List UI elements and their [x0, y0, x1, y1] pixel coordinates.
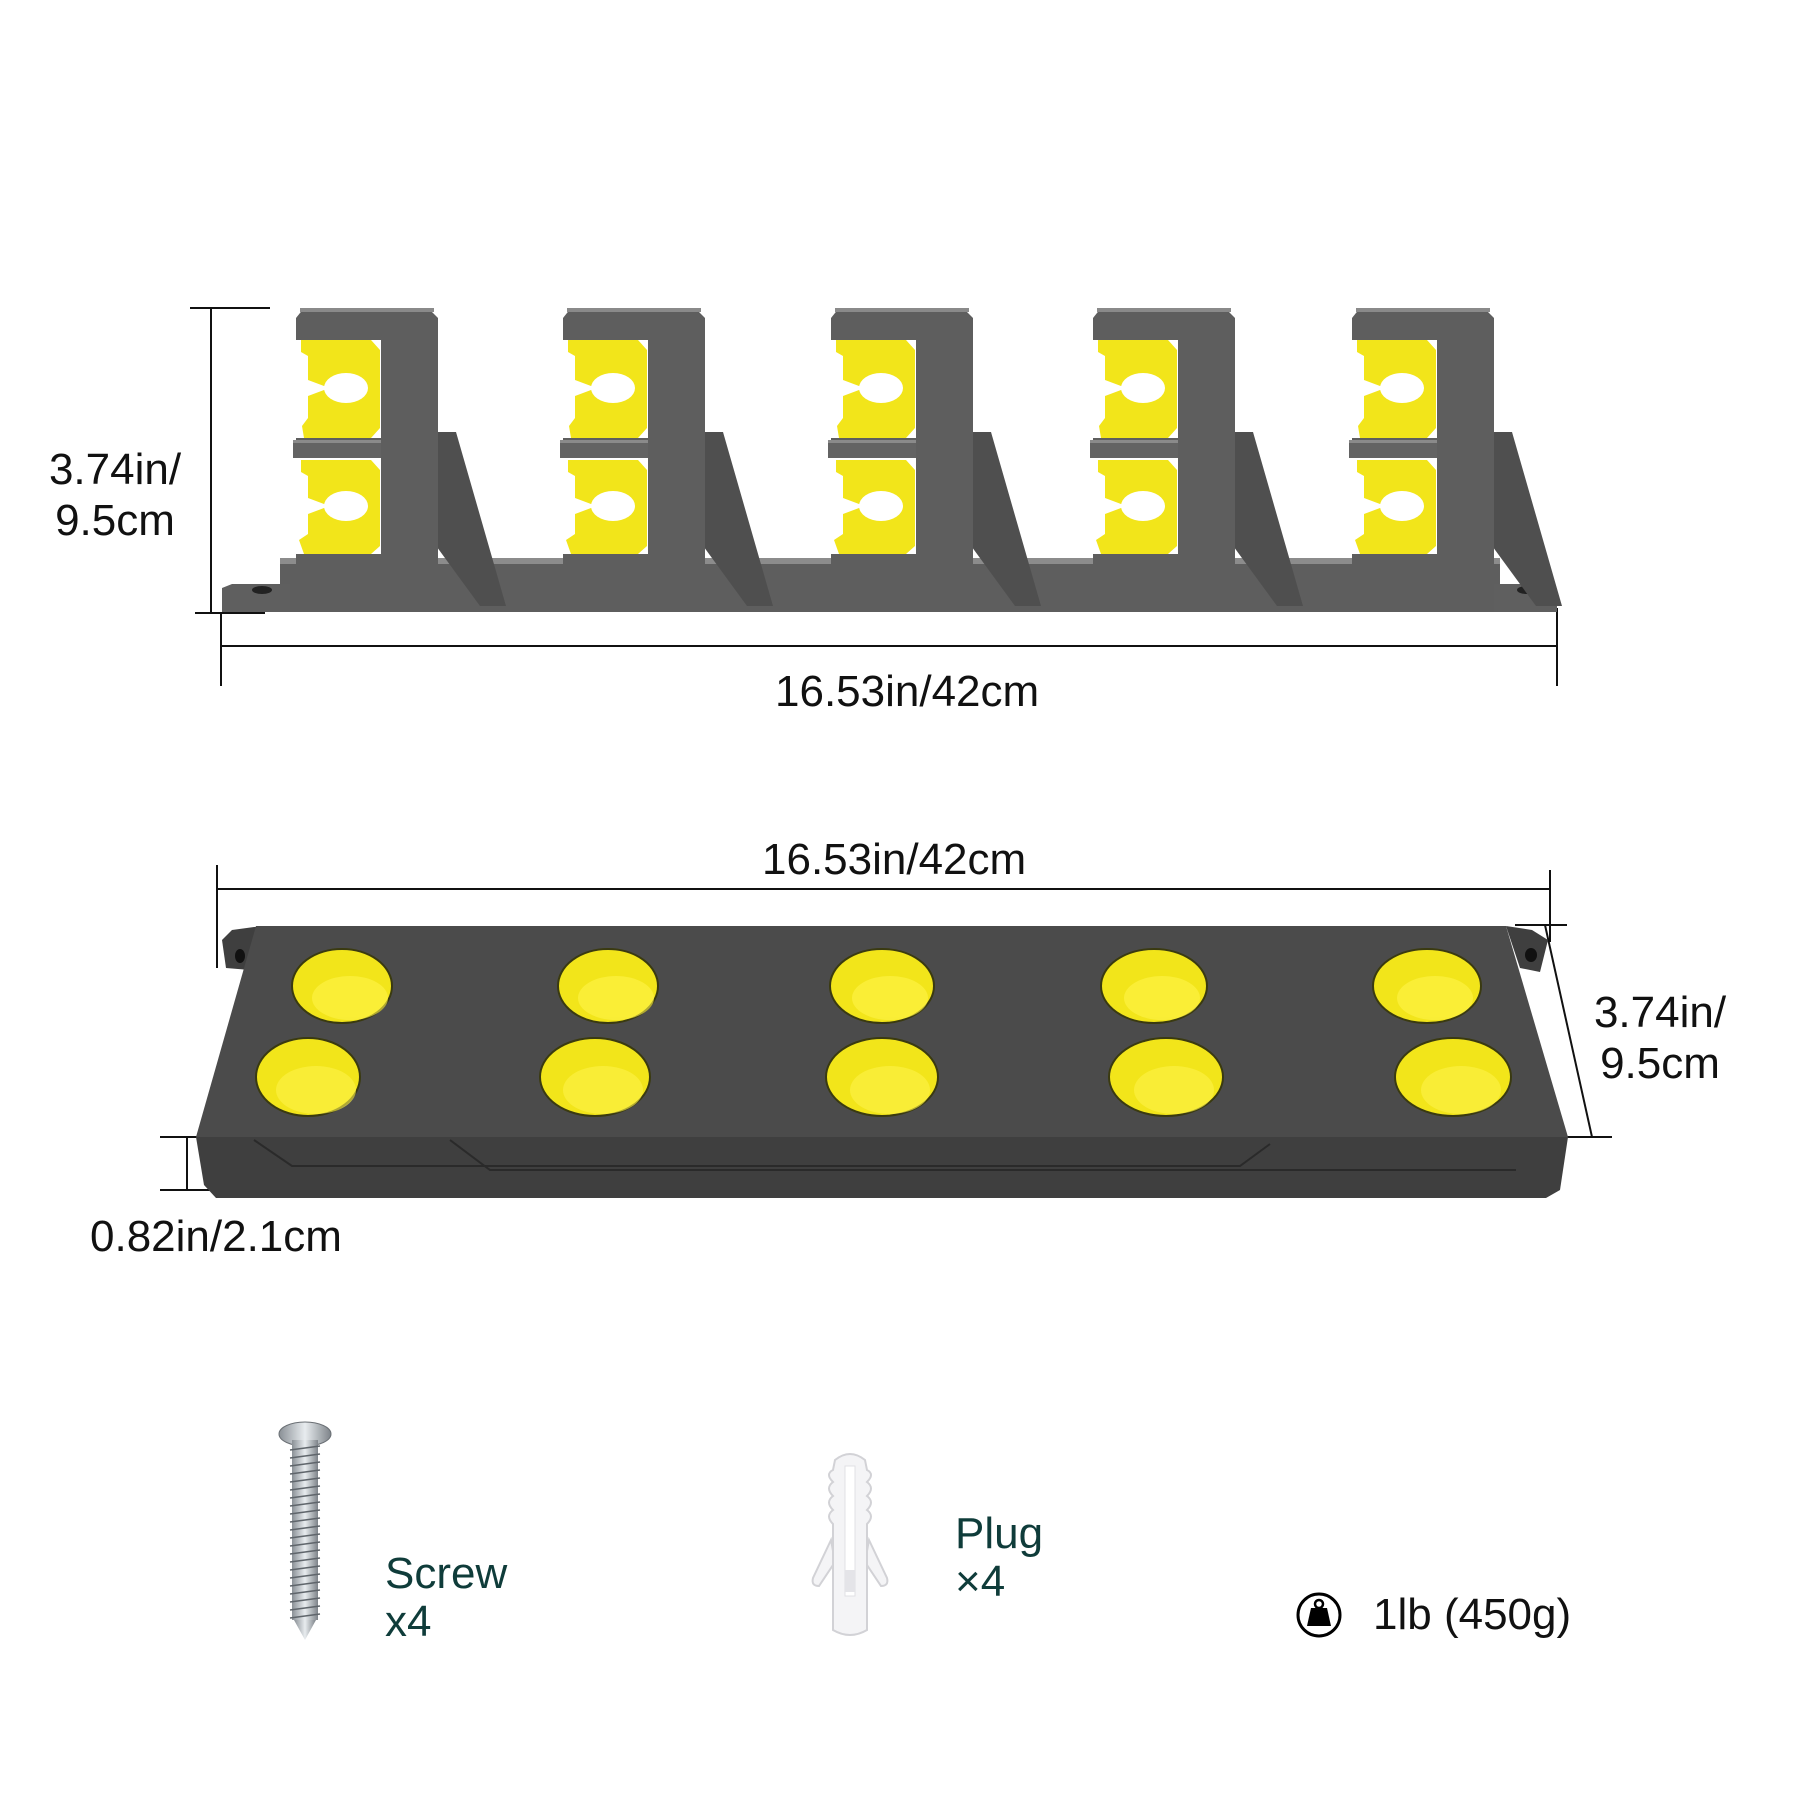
thickness-dimension-line: [186, 1136, 188, 1190]
wall-plug-icon: [811, 1453, 889, 1636]
front-height-dimension-line: [210, 308, 212, 614]
screw-icon: [278, 1421, 332, 1640]
top-depth-dimension-line: [1544, 924, 1593, 1138]
weight-label: 1lb (450g): [1373, 1590, 1572, 1639]
rod-rack-front-illustration: [222, 308, 1562, 612]
thickness-dimension-bottom-tick: [160, 1189, 224, 1191]
front-height-dimension-top-tick: [190, 307, 270, 309]
top-depth-dimension-bottom-tick: [1540, 1136, 1612, 1138]
top-width-dimension-line: [218, 888, 1550, 890]
accessory-screw: Screw x4: [270, 1400, 570, 1660]
top-width-dimension-right-tick: [1549, 870, 1551, 942]
front-height-label: 3.74in/ 9.5cm: [48, 445, 182, 545]
weight-icon: [1296, 1592, 1342, 1638]
top-width-dimension-left-tick: [216, 865, 218, 968]
top-depth-label: 3.74in/ 9.5cm: [1593, 988, 1727, 1088]
front-width-dimension-line: [220, 645, 1557, 647]
weight-info: 1lb (450g): [1295, 1585, 1571, 1645]
rod-rack-top-illustration: [196, 926, 1568, 1198]
thickness-dimension-top-tick: [160, 1136, 218, 1138]
top-width-label: 16.53in/42cm: [762, 835, 1027, 884]
accessories-section: Screw x4 Plug ×4 1lb (450g): [0, 1380, 1800, 1680]
top-depth-dimension-top-tick: [1515, 924, 1567, 926]
front-view: 3.74in/ 9.5cm 16.53in/42cm: [0, 0, 1800, 720]
thickness-label: 0.82in/2.1cm: [90, 1212, 342, 1261]
screw-label: Screw x4: [385, 1549, 508, 1647]
front-width-label: 16.53in/42cm: [775, 667, 1040, 716]
plug-label: Plug ×4: [955, 1509, 1044, 1607]
front-height-dimension-bottom-tick: [195, 612, 265, 614]
front-width-dimension-right-tick: [1556, 608, 1558, 686]
accessory-plug: Plug ×4: [805, 1450, 1105, 1670]
front-width-dimension-left-tick: [220, 612, 222, 686]
top-view: 16.53in/42cm 3.74in/ 9.5cm 0.82in/2.1cm: [0, 720, 1800, 1320]
